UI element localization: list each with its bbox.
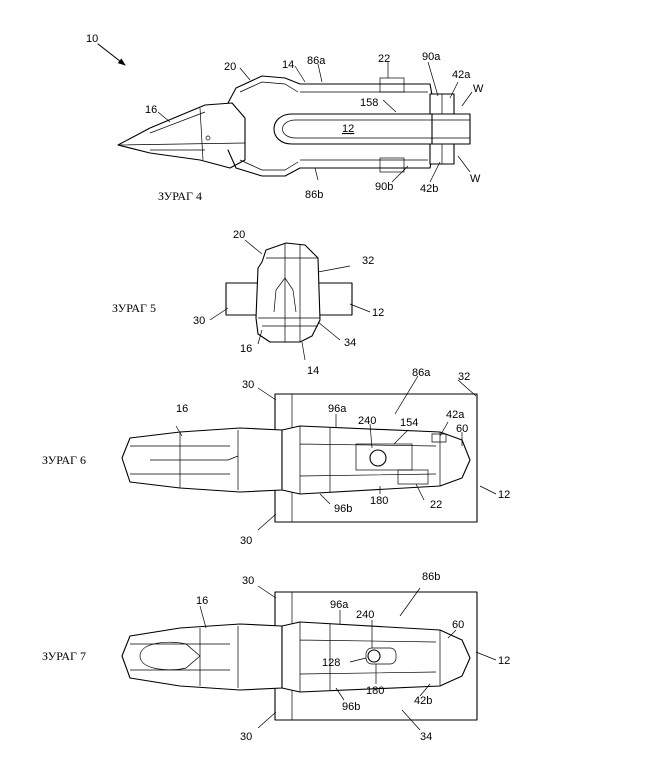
label-12: 12 [498, 655, 510, 667]
label-90a: 90a [422, 51, 441, 63]
label-42a: 42a [446, 409, 465, 421]
label-42b: 42b [414, 695, 432, 707]
label-30: 30 [193, 315, 205, 327]
label-96a: 96a [330, 599, 349, 611]
label-14: 14 [307, 365, 319, 377]
label-180: 180 [370, 495, 388, 507]
label-128: 128 [322, 657, 340, 669]
label-14: 14 [282, 59, 294, 71]
label-12: 12 [498, 489, 510, 501]
label-86a: 86a [307, 55, 326, 67]
label-96a: 96a [328, 403, 347, 415]
label-240: 240 [358, 415, 376, 427]
label-154: 154 [400, 417, 418, 429]
label-96b: 96b [342, 701, 360, 713]
figure-6: 30 86a 32 16 96a 240 154 42a 60 12 96b 1… [42, 367, 510, 547]
label-180: 180 [366, 685, 384, 697]
label-86a: 86a [412, 367, 431, 379]
caption-fig6: ЗУРАГ 6 [42, 453, 86, 467]
label-32: 32 [362, 255, 374, 267]
label-16: 16 [145, 104, 157, 116]
label-240: 240 [356, 609, 374, 621]
label-30-bottom: 30 [240, 535, 252, 547]
label-w-top: W [473, 83, 484, 95]
label-34: 34 [344, 337, 356, 349]
label-32: 32 [458, 371, 470, 383]
label-30-bottom: 30 [240, 731, 252, 743]
label-10: 10 [86, 33, 98, 45]
figure-4: 10 16 20 14 86a 22 90a 42a W 158 12 W 86… [86, 33, 484, 203]
label-w-bottom: W [470, 173, 481, 185]
label-42a: 42a [452, 69, 471, 81]
label-86b: 86b [422, 571, 440, 583]
label-22: 22 [378, 53, 390, 65]
label-16: 16 [176, 403, 188, 415]
label-20: 20 [233, 229, 245, 241]
label-22: 22 [430, 499, 442, 511]
label-96b: 96b [334, 503, 352, 515]
label-90b: 90b [375, 181, 393, 193]
figure-7: 30 86b 16 96a 240 60 128 12 180 96b 42b … [42, 571, 510, 743]
label-12: 12 [342, 123, 354, 135]
label-42b: 42b [420, 183, 438, 195]
label-60: 60 [456, 423, 468, 435]
caption-fig5: ЗУРАГ 5 [112, 301, 156, 315]
label-30-top: 30 [242, 575, 254, 587]
label-34: 34 [420, 731, 432, 743]
caption-fig4: ЗУРАГ 4 [158, 189, 202, 203]
label-86b: 86b [305, 189, 323, 201]
label-16: 16 [240, 343, 252, 355]
label-16: 16 [196, 595, 208, 607]
label-158: 158 [360, 97, 378, 109]
label-20: 20 [224, 61, 236, 73]
label-12: 12 [372, 307, 384, 319]
label-30-top: 30 [242, 379, 254, 391]
figure-5: 20 32 30 12 16 34 14 ЗУРАГ 5 [112, 229, 384, 377]
label-60: 60 [452, 619, 464, 631]
caption-fig7: ЗУРАГ 7 [42, 649, 86, 663]
